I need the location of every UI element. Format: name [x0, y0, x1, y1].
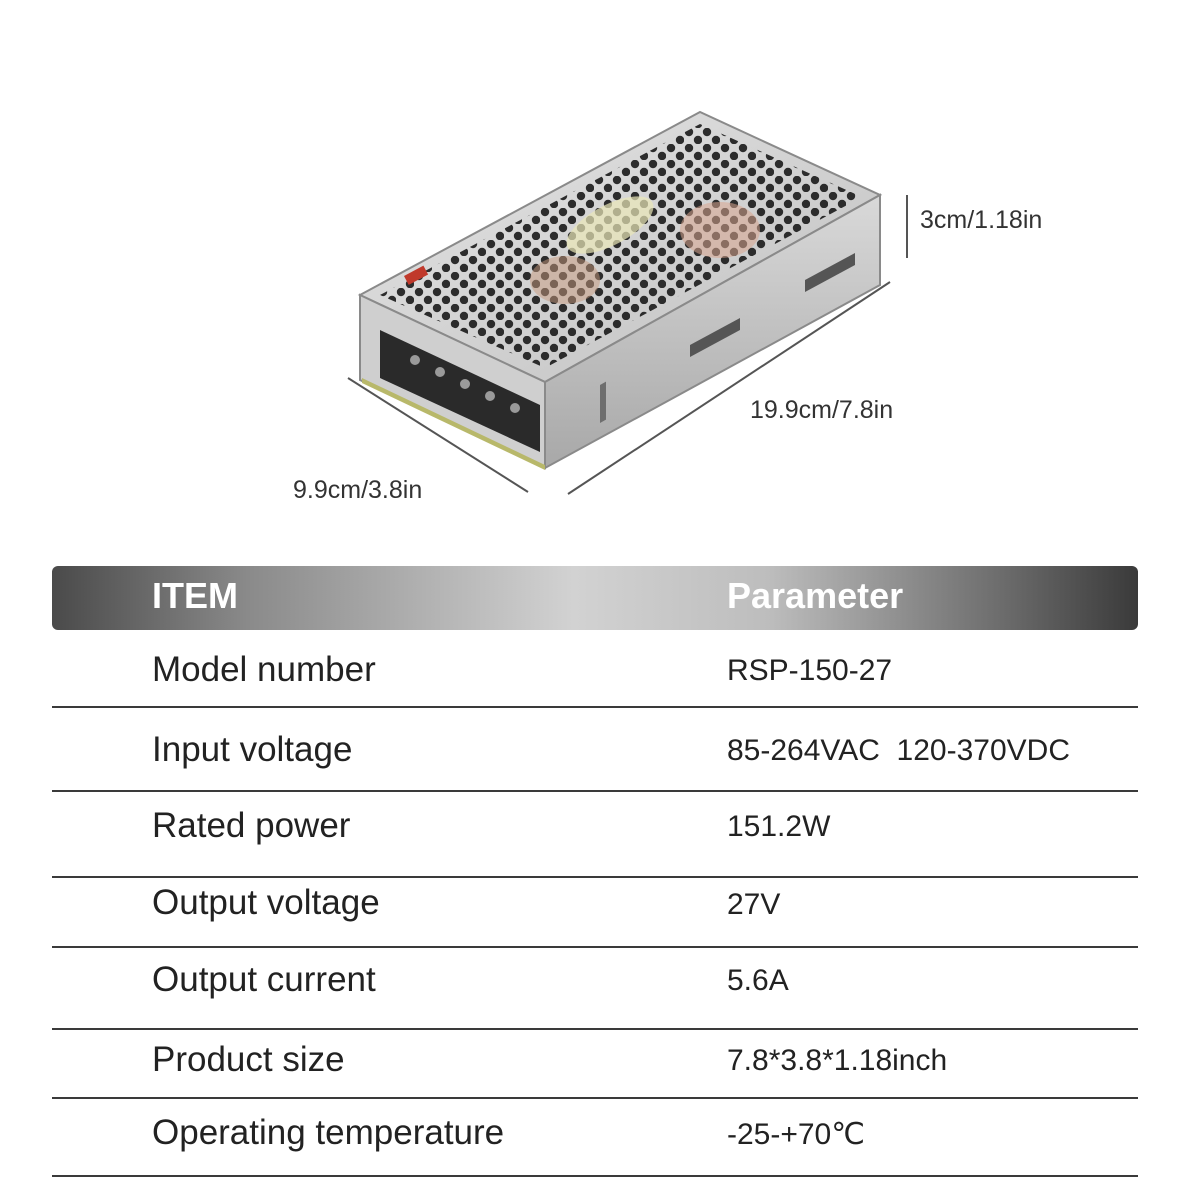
- row-param: RSP-150-27: [727, 654, 893, 687]
- table-row: Input voltage 85-264VAC 120-370VDC: [52, 708, 1138, 792]
- table-row: Model number RSP-150-27: [52, 630, 1138, 708]
- row-item: Rated power: [152, 806, 351, 845]
- table-row: Rated power 151.2W: [52, 792, 1138, 878]
- row-param: 5.6A: [727, 964, 789, 997]
- spec-table-header: ITEM Parameter: [52, 566, 1138, 630]
- row-item: Input voltage: [152, 730, 353, 769]
- row-item: Output current: [152, 960, 376, 999]
- row-param: 27V: [727, 888, 781, 921]
- power-supply-image: [347, 110, 908, 495]
- row-item: Operating temperature: [152, 1113, 505, 1152]
- row-item: Model number: [152, 650, 376, 689]
- table-row: Output voltage 27V: [52, 878, 1138, 948]
- spec-table: ITEM Parameter Model number RSP-150-27 I…: [52, 566, 1138, 1177]
- table-row: Operating temperature -25-+70℃: [52, 1099, 1138, 1177]
- row-param: 151.2W: [727, 810, 831, 843]
- product-figure: 3cm/1.18in 19.9cm/7.8in 9.9cm/3.8in: [0, 0, 1200, 540]
- row-param: -25-+70℃: [727, 1118, 865, 1151]
- row-param: 85-264VAC 120-370VDC: [727, 734, 1070, 767]
- row-param: 7.8*3.8*1.18inch: [727, 1044, 948, 1077]
- table-row: Output current 5.6A: [52, 948, 1138, 1030]
- header-parameter: Parameter: [727, 575, 904, 616]
- table-row: Product size 7.8*3.8*1.18inch: [52, 1030, 1138, 1099]
- row-item: Product size: [152, 1040, 345, 1079]
- height-dimension-label: 3cm/1.18in: [920, 206, 1043, 234]
- length-dimension-label: 19.9cm/7.8in: [750, 396, 894, 424]
- width-dimension-label: 9.9cm/3.8in: [293, 476, 423, 504]
- header-item: ITEM: [152, 575, 238, 616]
- row-item: Output voltage: [152, 883, 380, 922]
